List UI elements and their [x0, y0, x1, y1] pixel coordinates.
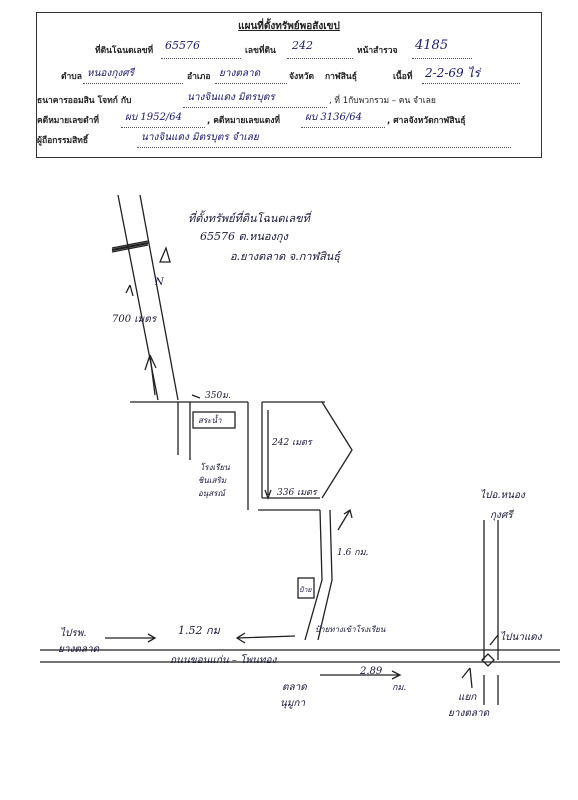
survey-value: 4185 [415, 38, 449, 53]
parcel-label: เลขที่ดิน [245, 46, 276, 56]
province-value: กาฬสินธุ์ [325, 72, 357, 82]
school-label-2: ชินเสริม [198, 476, 227, 485]
pond-box [192, 411, 236, 429]
dist-left-side: 700 เมตร [112, 314, 158, 325]
pond-label: สระน้ำ [198, 414, 222, 425]
bottom-right-2: ยางตลาด [448, 708, 490, 719]
property-marker-left [111, 241, 149, 252]
dist-242: 242 เมตร [271, 438, 313, 448]
court-text: , ศาลจังหวัดกาฬสินธุ์ [387, 116, 466, 126]
dist-2-89: 2.89 [359, 666, 383, 677]
area-label: เนื้อที่ [393, 72, 413, 82]
row-case: คดีหมายเลขดำที่ ผบ 1952/64 , คดีหมายเลขแ… [37, 112, 541, 129]
school-label-1: โรงเรียน [200, 462, 230, 472]
right-road-label: ไปนาแดง [500, 631, 543, 643]
red-label: , คดีหมายเลขแดงที่ [207, 116, 281, 126]
amphoe-label: อำเภอ [187, 72, 211, 82]
deed-value: 65576 [165, 39, 200, 52]
owner-label: ผู้ถือกรรมสิทธิ์ [37, 136, 89, 146]
north-marker: N [154, 277, 165, 288]
amphoe-value: ยางตลาด [219, 68, 261, 79]
black-label: คดีหมายเลขดำที่ [37, 116, 99, 126]
dist-350: 350ม. [205, 391, 231, 401]
parcel-value: 242 [292, 39, 313, 52]
school-label-3: อนุสรณ์ [198, 488, 227, 499]
main-road-label: ถนนขอนแก่น – โพนทอง [170, 654, 277, 666]
school-road [247, 402, 263, 510]
bottom-left-2: นุมูกา [280, 698, 305, 709]
bottom-left-1: ตลาด [282, 682, 307, 693]
dist-1-52: 1.52 กม [178, 624, 221, 637]
left-label-2: ยางตลาด [58, 644, 100, 655]
property-note-1: ที่ตั้งทรัพย์ที่ดินโฉนดเลขที่ [188, 210, 312, 225]
group-text: , ที่ 1กับพวกรวม – คน จำเลย [329, 96, 436, 106]
main-road [40, 649, 560, 663]
north-arrow [159, 246, 171, 263]
dist-1-6: 1.6 กม. [337, 548, 369, 558]
dist-336: 336 เมตร [277, 488, 318, 498]
row-owner: ผู้ถือกรรมสิทธิ์ นางจินแดง มิตรบุตร จำเล… [37, 132, 541, 149]
dist-2-89-unit: กม. [392, 683, 406, 693]
area-value: 2-2-69 ไร่ [425, 66, 480, 80]
property-note-3: อ.ยางตลาด จ.กาฬสินธุ์ [230, 250, 343, 263]
left-label-1: ไปรพ. [60, 627, 87, 639]
form-title: แผนที่ตั้งทรัพย์พอสังเขป [238, 21, 340, 32]
property-note-2: 65576 ต.หนองกุง [200, 230, 290, 243]
row-deed: ที่ดินโฉนดเลขที่ 65576 เลขที่ดิน 242 หน้… [37, 38, 541, 59]
bank-label: ธนาคารออมสิน โจทก์ กับ [37, 96, 132, 106]
tambon-value: หนองกุงศรี [87, 68, 134, 79]
top-right-2: กุงศรี [490, 509, 515, 521]
province-label: จังหวัด [289, 72, 315, 82]
survey-label: หน้าสำรวจ [357, 46, 398, 56]
top-right-1: ไปอ.หนอง [480, 489, 526, 501]
row-bank: ธนาคารออมสิน โจทก์ กับ นางจินแดง มิตรบุต… [37, 92, 541, 109]
property-info-box: แผนที่ตั้งทรัพย์พอสังเขป ที่ดินโฉนดเลขที… [36, 12, 542, 158]
sign-label: ป้าย [299, 586, 312, 594]
bottom-right-1: แยก [458, 692, 477, 703]
defendant-value: นางจินแดง มิตรบุตร [187, 92, 275, 103]
black-value: ผบ 1952/64 [125, 112, 182, 123]
red-value: ผบ 3136/64 [305, 112, 362, 123]
tambon-label: ตำบล [61, 72, 82, 82]
row-location: ตำบล หนองกุงศรี อำเภอ ยางตลาด จังหวัด กา… [37, 66, 541, 85]
owner-value: นางจินแดง มิตรบุตร จำเลย [141, 132, 259, 143]
school-gate: ป้ายทางเข้าโรงเรียน [315, 624, 386, 634]
right-road [483, 520, 499, 660]
deed-label: ที่ดินโฉนดเลขที่ [95, 46, 154, 56]
